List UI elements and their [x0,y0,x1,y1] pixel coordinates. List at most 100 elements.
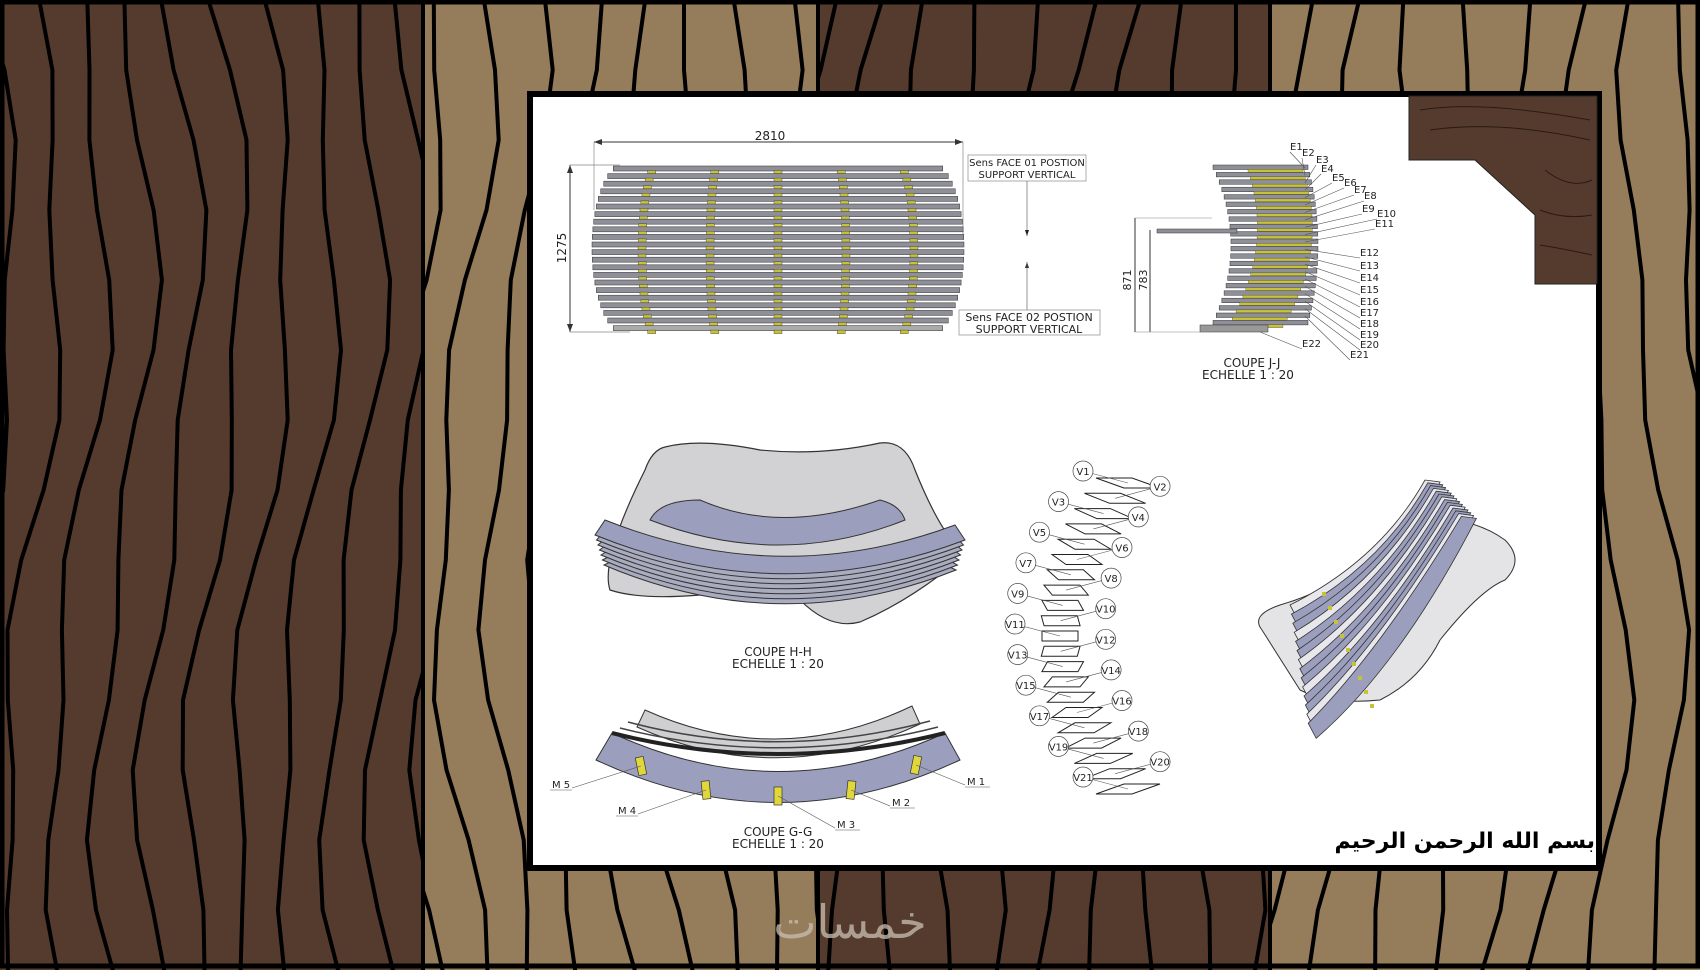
support-segment [647,329,656,334]
top-bar [594,279,962,286]
mount-label-3: M 3 [837,820,855,831]
section-support [1257,228,1313,232]
section-bar [1223,194,1315,200]
iso-support [1322,592,1326,596]
section-support [1242,294,1299,299]
part-label-e17: E17 [1360,308,1379,319]
iso-support [1328,606,1332,610]
part-label-v6: V6 [1115,544,1128,555]
part-label-v4: V4 [1132,513,1145,524]
section-hh-scale: ECHELLE 1 : 20 [732,657,824,671]
part-label-e8: E8 [1364,191,1377,202]
section-support [1256,213,1313,217]
bismillah-signature: بسم الله الرحمن الرحيم [1335,829,1595,854]
part-label-e20: E20 [1360,340,1379,351]
top-bar [613,165,943,172]
leader-line [1259,331,1303,350]
section-bar [1228,268,1318,274]
part-label-e12: E12 [1360,248,1379,259]
part-label-e9: E9 [1362,204,1375,215]
grain-line [130,0,209,970]
section-bar [1230,246,1319,252]
section-bar [1229,260,1318,266]
leader-line [777,795,836,829]
mount-label-2: M 2 [892,798,910,809]
grain-line [1614,0,1692,970]
section-bar [1212,320,1309,326]
grain-line [1676,0,1700,412]
leader-line [1304,300,1361,341]
balloon [1100,567,1122,589]
iso-support [1352,662,1356,666]
mount-label-1: M 1 [967,777,985,788]
balloon [1007,583,1029,604]
section-support [1255,250,1311,254]
section-support [1256,243,1312,247]
leader-line [915,764,966,786]
balloon [1127,720,1149,742]
top-view: 2810 1275 Sens FACE 01 POSTION SUPPORT V… [555,129,1101,336]
part-label-v8: V8 [1105,574,1118,585]
leader-line [1304,286,1361,319]
top-bar [593,272,963,278]
note-face02-line2: SUPPORT VERTICAL [976,323,1084,336]
part-label-e15: E15 [1360,285,1379,296]
leader-line [1304,249,1361,259]
top-bar [591,249,965,255]
part-label-v20: V20 [1150,758,1170,769]
top-bar [592,226,964,233]
top-bar [607,173,949,179]
grain-line [230,0,290,970]
leader-line [1301,157,1306,176]
note-face02-box [958,309,1101,336]
leader-line [1304,263,1361,284]
balloon [1095,598,1117,620]
leader-line [1304,187,1345,206]
balloon [1149,475,1171,497]
leader-line [850,789,891,807]
section-support [1245,287,1301,291]
section-bar [1223,290,1315,296]
section-bar [1230,238,1319,244]
section-bar [1216,172,1311,178]
section-support [1250,176,1306,180]
support-segment [900,329,909,334]
leader-line [1304,213,1363,228]
iso-support [1370,704,1374,708]
hh-top-layer [649,499,906,546]
top-bar [594,211,962,217]
section-support [1247,169,1304,173]
balloon [1095,628,1117,650]
part-label-v11: V11 [1005,620,1025,631]
part-label-e16: E16 [1360,297,1379,308]
part-label-v2: V2 [1153,482,1166,493]
leader-line [1304,293,1361,330]
part-label-e4: E4 [1321,164,1334,175]
section-hh-title: COUPE H-H [744,645,812,659]
part-label-e14: E14 [1360,273,1379,284]
leader-line [1289,151,1306,169]
mount-label-5: M 5 [552,780,570,791]
section-support [1253,191,1310,195]
part-label-v14: V14 [1101,666,1121,677]
watermark-logo: خمسات [773,895,927,949]
support-segment [836,329,846,334]
grain-line [425,0,445,970]
section-support [1256,235,1313,240]
note-face01-line2: SUPPORT VERTICAL [979,170,1076,181]
support-segment [710,329,720,334]
leader-line [1304,194,1355,213]
dim-871: 871 [1121,270,1134,291]
grain-line [0,48,18,512]
section-support [1257,220,1313,225]
mount-label-4: M 4 [618,806,636,817]
grain-line [180,0,250,970]
section-gg-title: COUPE G-G [744,825,813,839]
grain-line [84,0,164,970]
part-label-v15: V15 [1016,681,1036,692]
leader-line [1304,278,1361,308]
top-bar [598,294,958,301]
leader-line [1304,200,1365,221]
balloon [1100,659,1122,681]
leader-line [571,765,642,789]
